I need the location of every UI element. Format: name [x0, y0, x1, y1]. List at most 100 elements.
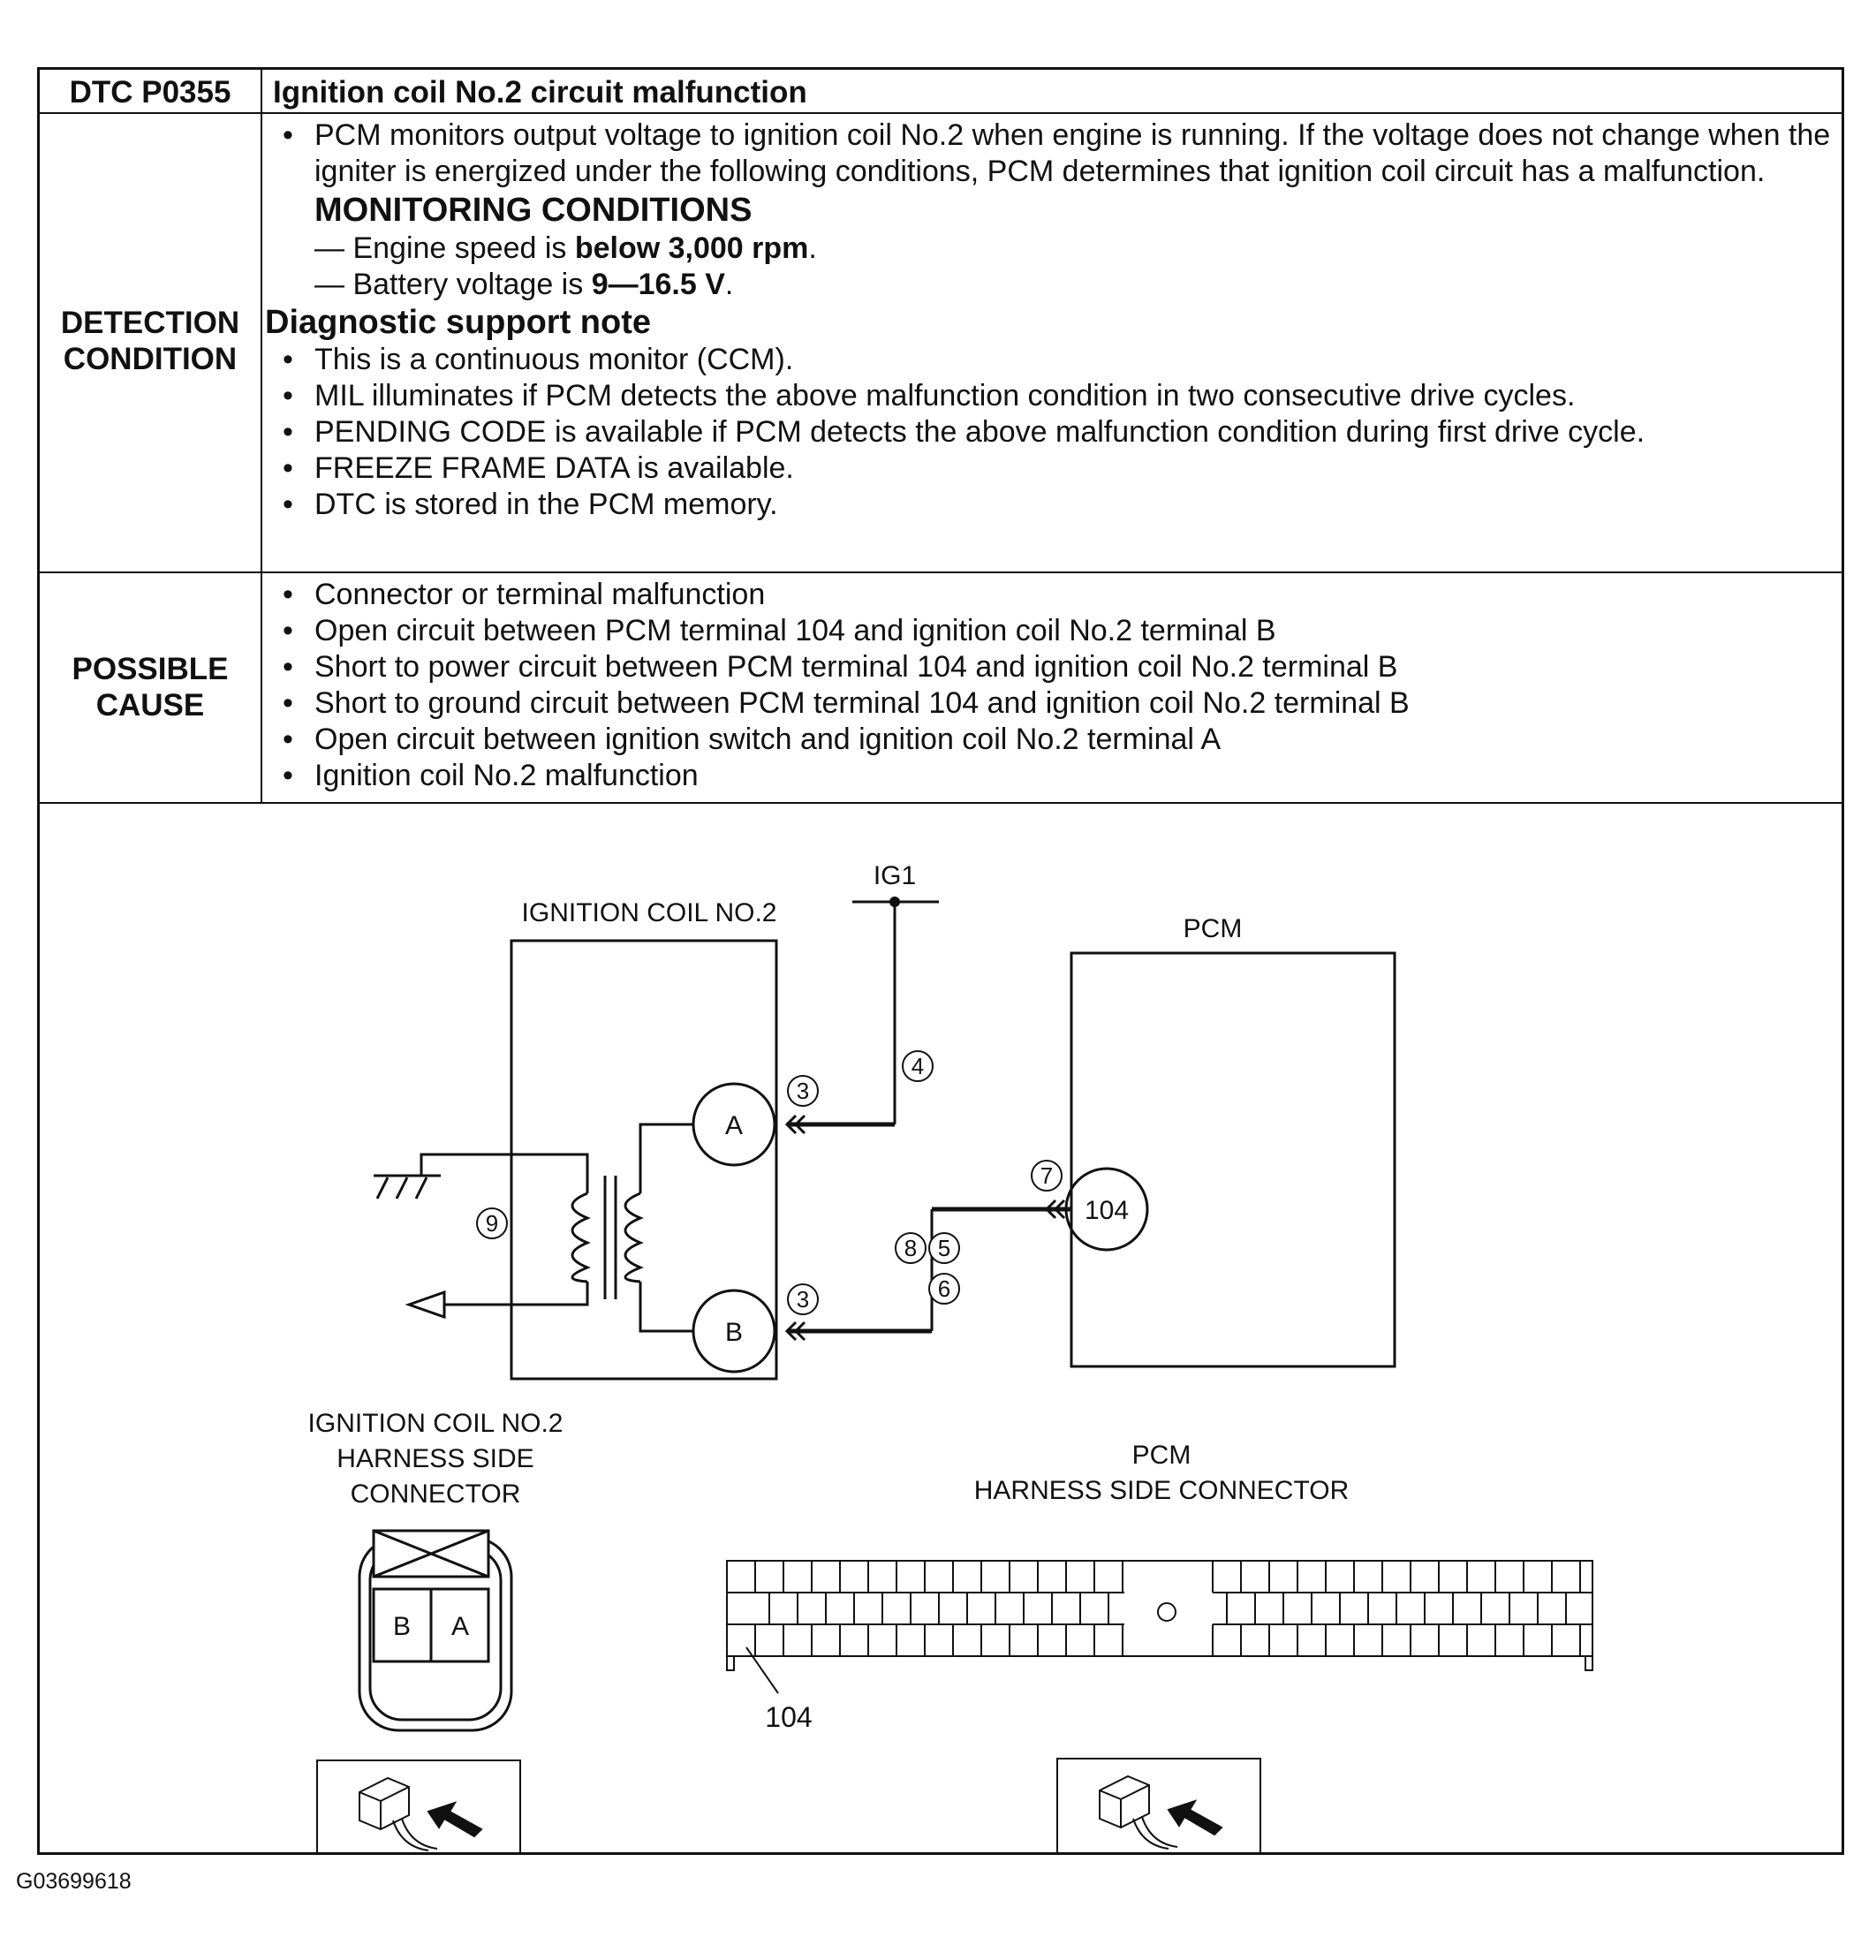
view-arrow-icon: [1167, 1799, 1223, 1836]
view-icon-edge: [1120, 1784, 1150, 1800]
monitoring-heading: MONITORING CONDITIONS: [314, 192, 753, 229]
primary-winding: [571, 1192, 591, 1283]
coil-harness-connector: [358, 1529, 513, 1732]
detection-intro-list: PCM monitors output voltage to ignition …: [265, 117, 1833, 190]
view-arrow-icon: [427, 1801, 483, 1838]
circle-8: [895, 1232, 927, 1264]
support-note-heading: Diagnostic support note: [265, 304, 651, 341]
circle-5-label: 5: [938, 1235, 950, 1261]
circle-7-label: 7: [1040, 1162, 1053, 1189]
cause-item: Ignition coil No.2 malfunction: [265, 758, 1833, 794]
ignition-coil-box: [510, 939, 778, 1381]
cause-item: Short to power circuit between PCM termi…: [265, 649, 1833, 685]
view-icon-wires: [392, 1818, 438, 1851]
detection-content: PCM monitors output voltage to ignition …: [265, 117, 1833, 523]
terminal-a-label: A: [725, 1111, 743, 1140]
circle-9: [476, 1207, 508, 1239]
pcm-box: [1070, 951, 1396, 1368]
support-note-item: PENDING CODE is available if PCM detects…: [265, 414, 1833, 450]
circle-4-label: 4: [912, 1053, 924, 1079]
view-icon-box: [1056, 1758, 1261, 1852]
cause-item: Connector or terminal malfunction: [265, 577, 1833, 613]
chevron: [1053, 1199, 1066, 1220]
row-divider: [40, 112, 1842, 114]
pcm-104-circle: [1064, 1167, 1149, 1252]
ground-hatch: [414, 1177, 428, 1199]
wiring-diagram: 3 4 7 8 5 6 3 9 IG1 IGNITION COIL NO.2 P…: [308, 861, 1593, 1852]
circle-3a-label: 3: [797, 1078, 809, 1104]
cond2-prefix: — Battery voltage is: [314, 268, 592, 301]
view-icon-edge: [1099, 1790, 1122, 1800]
circle-3b-label: 3: [797, 1286, 809, 1313]
secondary-winding: [624, 1192, 644, 1283]
secondary-lead-bottom: [639, 1282, 693, 1333]
pcm-connector-caption-2: HARNESS SIDE CONNECTOR: [974, 1476, 1350, 1505]
possible-cause-content: Connector or terminal malfunction Open c…: [265, 577, 1833, 794]
secondary-lead-top: [639, 1123, 693, 1193]
pcm-connector-hole: [1157, 1602, 1176, 1622]
view-icon-coil: [316, 1759, 521, 1852]
pcm-title: PCM: [1184, 914, 1243, 943]
view-icon-edge: [380, 1786, 410, 1802]
circle-4: [902, 1050, 934, 1082]
cause-item: Short to ground circuit between PCM term…: [265, 685, 1833, 722]
support-note-item: MIL illuminates if PCM detects the above…: [265, 378, 1833, 414]
possible-cause-label: POSSIBLE CAUSE: [40, 651, 261, 723]
chevron: [784, 1321, 798, 1342]
view-icon-pcm: [1056, 1758, 1261, 1852]
ground-hatch: [395, 1177, 409, 1199]
pcm-terminal-label: 104: [1085, 1196, 1129, 1225]
cond2-value: 9—16.5 V: [591, 268, 725, 301]
cond2-suffix: .: [724, 268, 734, 301]
terminal-b-label: B: [725, 1318, 743, 1347]
figure-id: G03699618: [16, 1869, 132, 1894]
circle-3b: [787, 1283, 819, 1315]
cond1-suffix: .: [808, 231, 817, 265]
pcm-104-pointer-label: 104: [765, 1701, 812, 1733]
column-divider: [261, 70, 262, 802]
detection-intro: PCM monitors output voltage to ignition …: [265, 117, 1833, 190]
dtc-sheet: DTC P0355 Ignition coil No.2 circuit mal…: [37, 67, 1844, 1855]
circle-9-label: 9: [486, 1210, 498, 1237]
detection-label: DETECTION CONDITION: [40, 305, 261, 377]
circle-3a: [787, 1075, 819, 1107]
monitoring-condition-1: — Engine speed is below 3,000 rpm.: [265, 231, 1833, 267]
pcm-harness-connector: [726, 1560, 1593, 1671]
support-note-item: This is a continuous monitor (CCM).: [265, 342, 1833, 378]
row-divider: [40, 802, 1842, 804]
view-icon-box: [316, 1759, 521, 1852]
support-note-item: FREEZE FRAME DATA is available.: [265, 450, 1833, 487]
view-icon-connector: [1099, 1775, 1150, 1829]
view-icon-edge: [359, 1791, 382, 1802]
detection-label-line2: CONDITION: [63, 342, 238, 376]
coil-connector-caption-2: HARNESS SIDE: [337, 1444, 533, 1473]
view-icon-connector: [359, 1776, 410, 1831]
row-divider: [40, 571, 1842, 573]
cause-item: Open circuit between PCM terminal 104 an…: [265, 613, 1833, 649]
ground-hatch: [375, 1177, 390, 1199]
circle-7: [1031, 1160, 1063, 1192]
pcm-connector-outline: [726, 1560, 1593, 1657]
dtc-title: Ignition coil No.2 circuit malfunction: [273, 75, 807, 110]
support-note-list: This is a continuous monitor (CCM). MIL …: [265, 342, 1833, 523]
cond1-prefix: — Engine speed is: [314, 231, 575, 265]
circle-8-label: 8: [904, 1235, 917, 1261]
cond1-value: below 3,000 rpm: [574, 231, 809, 265]
monitoring-condition-2: — Battery voltage is 9—16.5 V.: [265, 267, 1833, 303]
output-arrow: [405, 1290, 446, 1320]
pcm-connector-caption-1: PCM: [1132, 1441, 1191, 1470]
dtc-code: DTC P0355: [69, 75, 231, 110]
cause-item: Open circuit between ignition switch and…: [265, 722, 1833, 758]
connector-b-label: B: [393, 1612, 411, 1641]
view-icon-wires: [1132, 1816, 1178, 1850]
ig1-label: IG1: [874, 861, 916, 890]
circle-6: [928, 1273, 960, 1305]
connector-a-label: A: [451, 1612, 469, 1641]
cause-list: Connector or terminal malfunction Open c…: [265, 577, 1833, 794]
pcm-104-pointer: [745, 1646, 779, 1694]
primary-lead-top: [420, 1153, 589, 1193]
coil-connector-caption-3: CONNECTOR: [351, 1479, 521, 1509]
ignition-coil-title: IGNITION COIL NO.2: [522, 898, 777, 927]
chevron: [784, 1114, 798, 1135]
latch-x: [373, 1529, 489, 1578]
